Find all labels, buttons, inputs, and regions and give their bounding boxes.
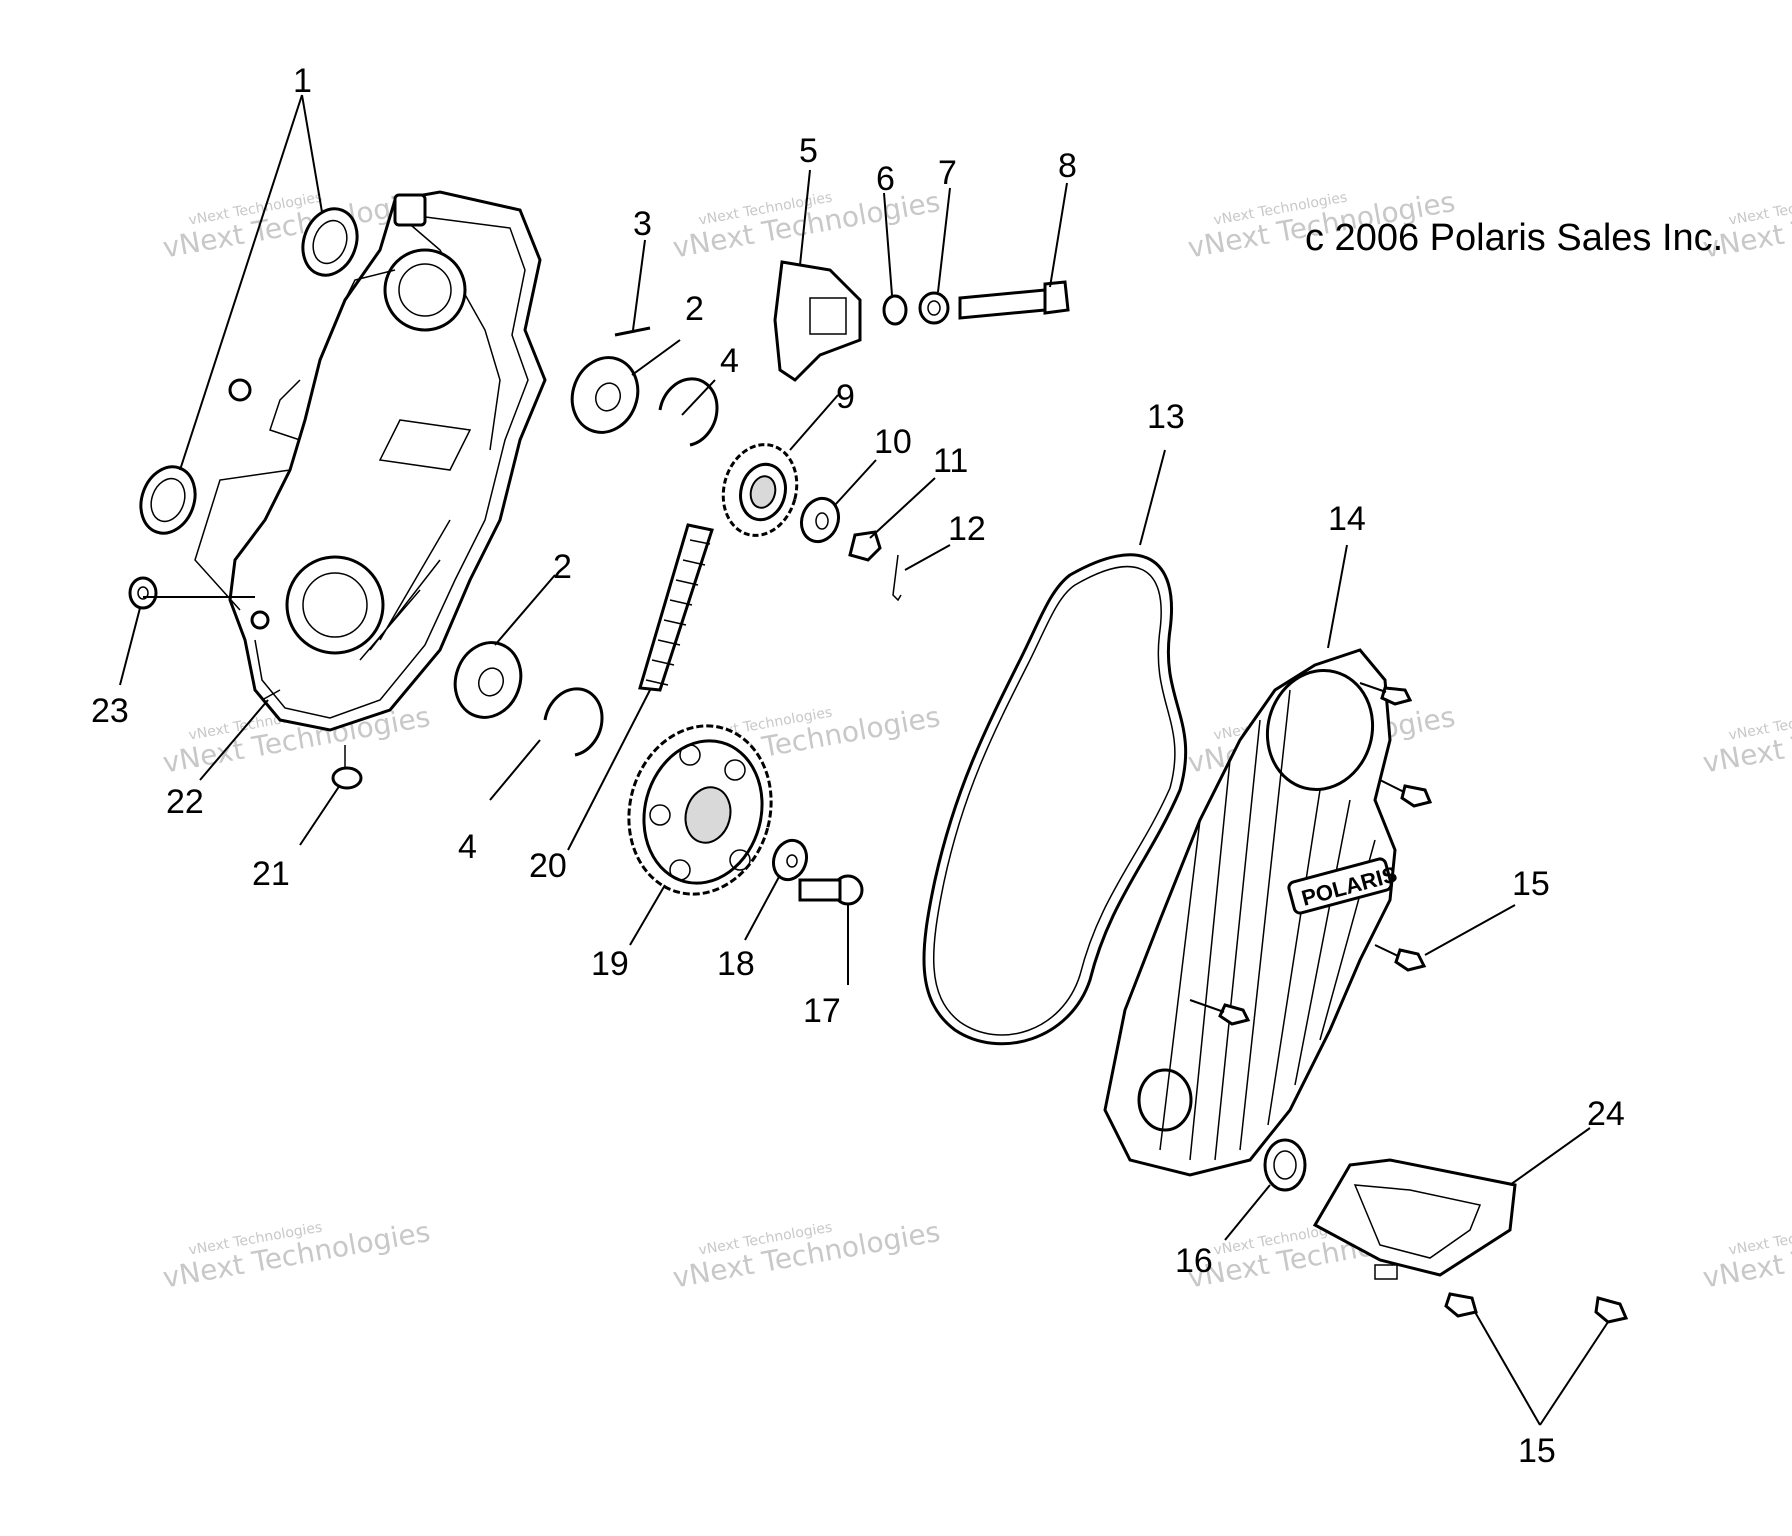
part-19-large-sprocket xyxy=(627,724,773,896)
part-1-seals xyxy=(139,207,359,535)
watermark-large: vNext Technologies xyxy=(1700,1215,1792,1294)
part-18-washer xyxy=(771,838,809,882)
part-6-washer xyxy=(882,294,908,326)
callout-9: 9 xyxy=(836,378,855,416)
part-10-washer xyxy=(799,496,841,544)
part-24-plate xyxy=(1312,1158,1517,1280)
part-17-bolt xyxy=(798,874,864,906)
callout-13: 13 xyxy=(1147,398,1185,436)
callout-15: 15 xyxy=(1518,1432,1556,1470)
callout-19: 19 xyxy=(591,945,629,983)
callout-1: 1 xyxy=(293,62,312,100)
part-8-bolt xyxy=(958,280,1070,320)
callout-18: 18 xyxy=(717,945,755,983)
callout-6: 6 xyxy=(876,160,895,198)
part-16-seal xyxy=(1263,1138,1307,1192)
part-13-gasket xyxy=(922,553,1188,1046)
callout-7: 7 xyxy=(938,154,957,192)
callout-11: 11 xyxy=(933,442,968,480)
part-5-tensioner xyxy=(773,260,862,382)
callout-4: 4 xyxy=(458,828,477,866)
callout-16: 16 xyxy=(1175,1242,1213,1280)
part-15-bolts xyxy=(1189,682,1629,1324)
part-21-plug xyxy=(331,745,363,790)
part-20-chain xyxy=(638,523,714,692)
part-2-bearings xyxy=(453,356,640,719)
callout-23: 23 xyxy=(91,692,129,730)
part-22-gasket-edge xyxy=(261,689,281,701)
chaincase-housing xyxy=(194,190,547,732)
callout-2: 2 xyxy=(553,548,572,586)
callout-4: 4 xyxy=(720,342,739,380)
callout-24: 24 xyxy=(1587,1095,1625,1133)
callout-14: 14 xyxy=(1328,500,1366,538)
callout-15: 15 xyxy=(1512,865,1550,903)
callout-8: 8 xyxy=(1058,147,1077,185)
callout-20: 20 xyxy=(529,847,567,885)
callout-3: 3 xyxy=(633,205,652,243)
part-3-pin xyxy=(614,326,651,337)
copyright-text: c 2006 Polaris Sales Inc. xyxy=(1305,217,1723,259)
part-7-nut xyxy=(918,291,950,325)
watermark-large: vNext Technologies xyxy=(1700,700,1792,779)
callout-22: 22 xyxy=(166,783,204,821)
callout-17: 17 xyxy=(803,992,841,1030)
callout-21: 21 xyxy=(252,855,290,893)
callout-2: 2 xyxy=(685,290,704,328)
part-14-cover: POLARIS xyxy=(1103,648,1400,1177)
part-9-small-sprocket xyxy=(721,443,799,537)
callout-10: 10 xyxy=(874,423,912,461)
callout-12: 12 xyxy=(948,510,986,548)
callout-5: 5 xyxy=(799,132,818,170)
leader-lines xyxy=(119,94,1609,1426)
part-23-nut xyxy=(128,576,158,610)
part-11-nut xyxy=(848,530,882,562)
part-12-cotter-pin xyxy=(892,554,902,602)
callout-labels: 1 2 2 3 4 4 5 6 7 8 9 10 11 12 13 14 15 … xyxy=(91,62,1625,1470)
part-4-snap-rings xyxy=(543,377,719,757)
